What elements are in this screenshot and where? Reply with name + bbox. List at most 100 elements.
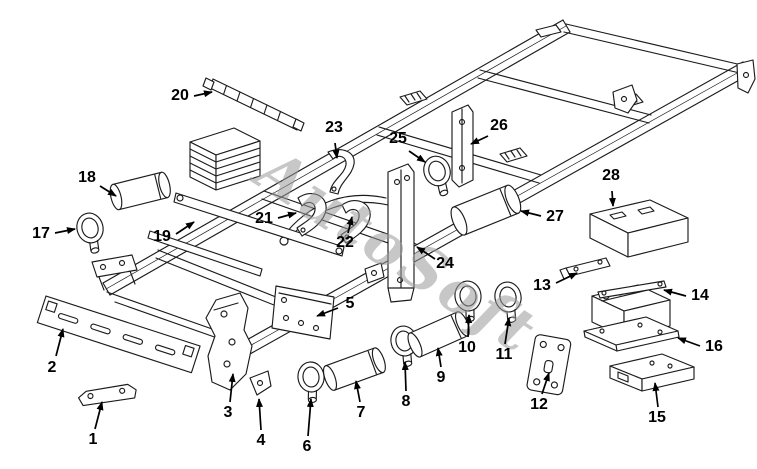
leader-arrow bbox=[608, 190, 616, 207]
part-5-plate bbox=[271, 285, 335, 340]
leader-arrow bbox=[175, 221, 195, 235]
part-number: 4 bbox=[257, 432, 266, 449]
part-number: 13 bbox=[533, 277, 551, 294]
leader-arrow bbox=[306, 398, 314, 437]
leader-arrow bbox=[193, 90, 213, 98]
leader-arrow bbox=[416, 246, 436, 260]
part-number: 9 bbox=[437, 369, 446, 386]
part-number: 20 bbox=[171, 87, 189, 104]
part-number: 19 bbox=[153, 228, 171, 245]
leader-arrow bbox=[256, 398, 264, 431]
part-19-support-bar bbox=[147, 192, 345, 277]
part-number: 23 bbox=[325, 119, 343, 136]
part-number: 17 bbox=[32, 225, 50, 242]
part-4-shim bbox=[249, 370, 272, 396]
callout-26: 26 bbox=[470, 117, 508, 145]
callout-7: 7 bbox=[354, 380, 366, 421]
callout-4: 4 bbox=[256, 398, 266, 449]
part-21-hook-bracket bbox=[296, 193, 327, 237]
leader-arrow bbox=[55, 328, 65, 357]
part-number: 8 bbox=[402, 393, 411, 410]
part-number: 6 bbox=[303, 438, 312, 455]
part-6-clamp bbox=[297, 361, 325, 404]
callout-8: 8 bbox=[401, 361, 411, 410]
callout-20: 20 bbox=[171, 87, 213, 104]
callout-6: 6 bbox=[303, 398, 314, 455]
part-18-canister bbox=[109, 171, 171, 211]
leader-arrow bbox=[99, 185, 117, 197]
leader-arrow bbox=[346, 216, 354, 234]
part-15-battery-tray bbox=[609, 353, 695, 392]
part-12-plate bbox=[526, 334, 572, 396]
callout-25: 25 bbox=[389, 130, 426, 163]
callout-24: 24 bbox=[416, 246, 454, 272]
part-number: 1 bbox=[89, 431, 98, 448]
part-number: 3 bbox=[224, 404, 233, 421]
part-1-bracket bbox=[77, 383, 137, 407]
leader-arrow bbox=[677, 337, 701, 347]
callout-12: 12 bbox=[530, 372, 550, 413]
part-number: 7 bbox=[357, 404, 366, 421]
part-number: 26 bbox=[490, 117, 508, 134]
part-11-clamp bbox=[494, 281, 522, 323]
part-number: 15 bbox=[648, 409, 666, 426]
callout-5: 5 bbox=[316, 295, 355, 317]
callout-1: 1 bbox=[89, 401, 104, 448]
part-24-upright-bracket bbox=[387, 163, 415, 303]
callouts: 1 2 3 4 5 6 7 8 bbox=[32, 87, 723, 455]
callout-17: 17 bbox=[32, 225, 76, 242]
part-number: 5 bbox=[346, 295, 355, 312]
leader-arrow bbox=[520, 209, 542, 217]
leader-arrow bbox=[555, 272, 578, 284]
callout-19: 19 bbox=[153, 221, 195, 245]
leader-arrow bbox=[332, 142, 340, 159]
callout-15: 15 bbox=[648, 382, 666, 426]
part-number: 25 bbox=[389, 130, 407, 147]
part-3-mount-bracket bbox=[205, 292, 253, 391]
part-27-canister bbox=[450, 184, 522, 236]
part-number: 21 bbox=[255, 210, 273, 227]
leader-arrow bbox=[465, 314, 473, 338]
part-number: 24 bbox=[436, 255, 454, 272]
callout-21: 21 bbox=[255, 210, 297, 227]
callout-11: 11 bbox=[496, 317, 513, 363]
callout-27: 27 bbox=[520, 208, 564, 225]
part-17-clamp bbox=[76, 212, 104, 254]
leader-arrow bbox=[401, 361, 409, 392]
callout-16: 16 bbox=[677, 337, 723, 355]
part-number: 22 bbox=[336, 234, 354, 251]
leader-arrow bbox=[316, 307, 339, 317]
part-2-front-crossmember bbox=[36, 295, 201, 374]
callout-13: 13 bbox=[533, 272, 578, 294]
part-13-bracket bbox=[559, 257, 611, 280]
leader-arrow bbox=[470, 135, 489, 145]
callout-14: 14 bbox=[663, 287, 709, 304]
callout-23: 23 bbox=[325, 119, 343, 159]
part-number: 12 bbox=[530, 396, 548, 413]
callout-10: 10 bbox=[458, 314, 476, 356]
part-number: 16 bbox=[705, 338, 723, 355]
callout-22: 22 bbox=[336, 216, 354, 251]
part-number: 11 bbox=[496, 346, 513, 363]
part-number: 18 bbox=[78, 169, 96, 186]
leader-arrow bbox=[504, 317, 512, 345]
part-20-sill-bar bbox=[202, 77, 305, 132]
leader-arrow bbox=[652, 382, 660, 408]
leader-arrow bbox=[541, 372, 550, 395]
leader-arrow bbox=[277, 211, 297, 219]
part-number: 27 bbox=[546, 208, 564, 225]
part-16-battery-cover bbox=[583, 316, 680, 352]
part-number: 2 bbox=[48, 359, 57, 376]
part-number: 14 bbox=[691, 287, 709, 304]
leader-arrow bbox=[94, 401, 104, 430]
part-26-upright-bracket bbox=[451, 104, 474, 188]
leader-arrow bbox=[408, 150, 426, 163]
part-28-cover-bracket bbox=[589, 199, 689, 258]
finned-box bbox=[189, 127, 261, 191]
callout-9: 9 bbox=[435, 347, 446, 386]
leader-arrow bbox=[354, 380, 361, 403]
leader-arrow bbox=[54, 227, 76, 235]
part-number: 28 bbox=[602, 167, 620, 184]
part-number: 10 bbox=[458, 339, 476, 356]
